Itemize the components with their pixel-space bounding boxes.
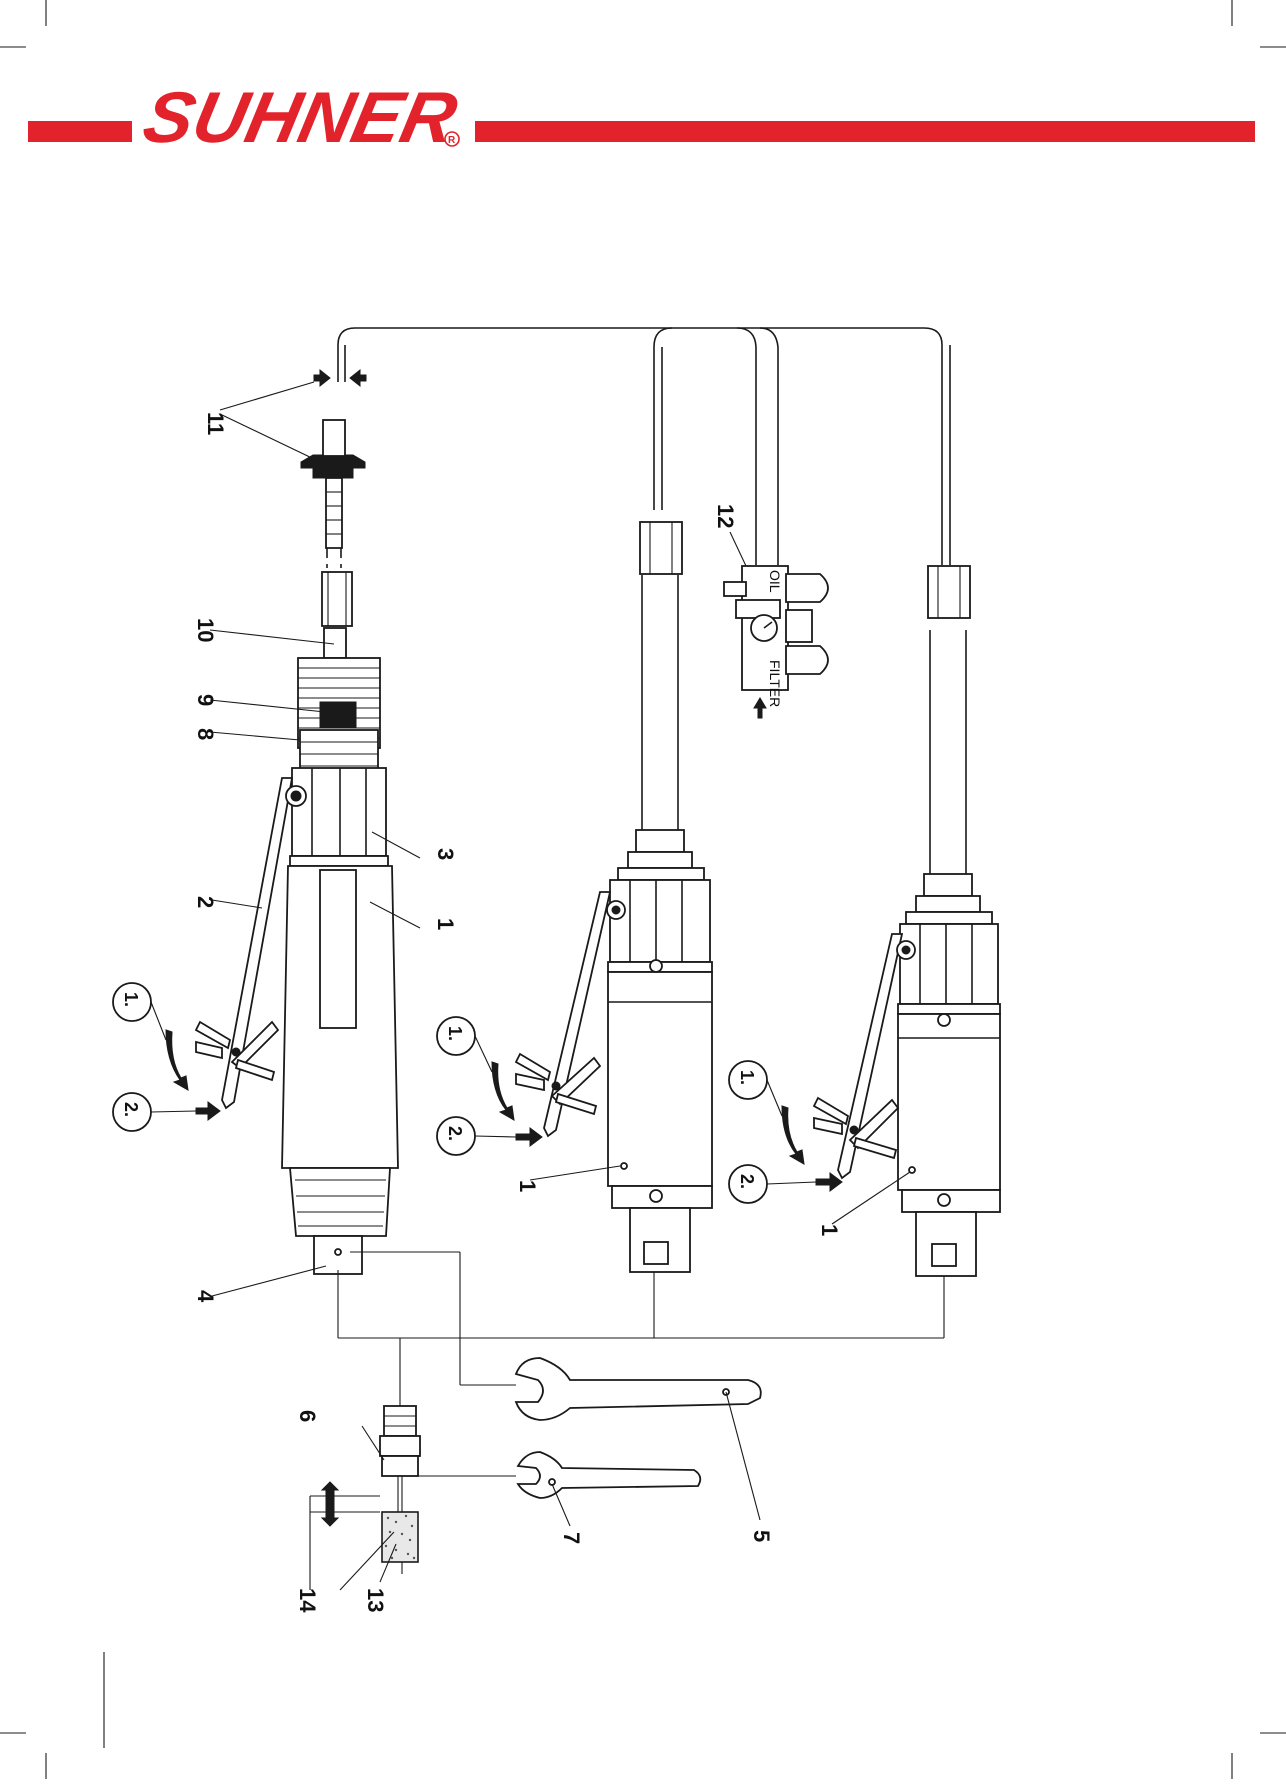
callout-1c: 1 bbox=[817, 1224, 842, 1236]
oil-label: OIL bbox=[767, 570, 783, 593]
hose-connector bbox=[301, 420, 365, 626]
red-stripe-left bbox=[28, 121, 132, 142]
step-1-tool3: 1. bbox=[737, 1070, 757, 1085]
callout-8: 8 bbox=[193, 728, 218, 740]
tool1-collar bbox=[290, 768, 388, 866]
collet bbox=[380, 1406, 420, 1512]
callout-1a: 1 bbox=[433, 918, 458, 930]
filter-label: FILTER bbox=[767, 660, 783, 707]
callout-12: 12 bbox=[713, 504, 738, 528]
filter-regulator-unit: FILTER OIL bbox=[724, 532, 828, 718]
callout-1b: 1 bbox=[515, 1180, 540, 1192]
step-2-tool1: 2. bbox=[121, 1102, 141, 1117]
callout-10: 10 bbox=[193, 618, 218, 642]
callout-7: 7 bbox=[559, 1532, 584, 1544]
callout-3: 3 bbox=[433, 848, 458, 860]
callout-5: 5 bbox=[749, 1530, 774, 1542]
air-hoses bbox=[338, 328, 966, 874]
callout-6: 6 bbox=[295, 1410, 320, 1422]
callout-13: 13 bbox=[363, 1588, 388, 1612]
callout-4: 4 bbox=[193, 1290, 218, 1303]
tool3 bbox=[782, 874, 1000, 1276]
header-bar: SUHNER R bbox=[28, 78, 1255, 158]
connector-lines bbox=[338, 1252, 944, 1476]
step-2-tool3: 2. bbox=[737, 1174, 757, 1189]
tool2 bbox=[492, 830, 712, 1272]
step-2-tool2: 2. bbox=[445, 1126, 465, 1141]
brand-logo: SUHNER bbox=[137, 78, 464, 158]
callout-11: 11 bbox=[203, 412, 228, 435]
callout-9: 9 bbox=[193, 694, 218, 706]
insertion-depth-arrow bbox=[310, 1482, 380, 1526]
red-stripe-right bbox=[475, 121, 1255, 142]
wrench-icon bbox=[516, 1358, 761, 1498]
svg-text:R: R bbox=[448, 135, 456, 146]
pressure-gauge-icon bbox=[751, 615, 777, 641]
step-1-tool1: 1. bbox=[121, 992, 141, 1007]
hose-sleeve bbox=[640, 522, 970, 618]
callout-2: 2 bbox=[193, 896, 218, 908]
step-1-tool2: 1. bbox=[445, 1026, 465, 1041]
tool1-body bbox=[282, 866, 398, 1274]
callout-14: 14 bbox=[295, 1588, 320, 1613]
arrow-icon bbox=[314, 370, 366, 386]
registered-mark-icon: R bbox=[445, 132, 459, 146]
